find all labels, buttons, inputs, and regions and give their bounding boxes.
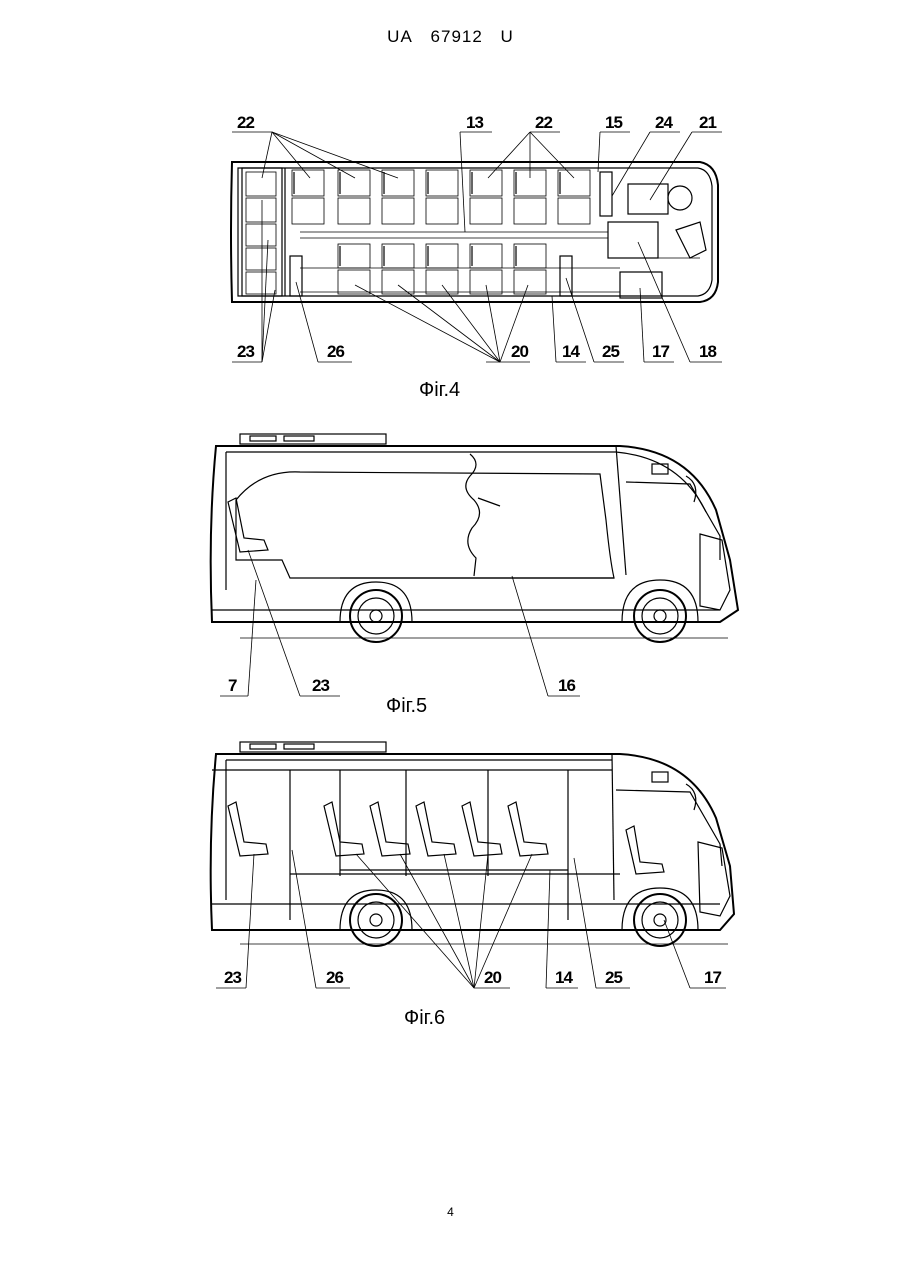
ref-label: 20	[484, 968, 501, 987]
ref-label: 25	[602, 342, 619, 361]
figure-5: 7 23 16 Фіг.5	[0, 410, 901, 730]
ref-label: 15	[605, 113, 622, 132]
ref-label: 23	[312, 676, 329, 695]
figure-caption: Фіг.4	[419, 379, 460, 401]
bus-section-drawing	[211, 742, 734, 946]
ref-label: 20	[511, 342, 528, 361]
bus-side-drawing	[211, 434, 738, 642]
ref-label: 21	[699, 113, 716, 132]
ref-label: 23	[224, 968, 241, 987]
ref-label: 14	[555, 968, 573, 987]
ref-label: 25	[605, 968, 622, 987]
figure-6: 23 26 20 14 25 17 Фіг.6	[0, 730, 901, 1060]
reference-numerals: 22 13 22 15 24 21 23 26 20 14 25 17 18	[237, 113, 716, 361]
figure-caption: Фіг.6	[404, 1007, 445, 1029]
ref-label: 14	[562, 342, 580, 361]
ref-label: 22	[237, 113, 254, 132]
leader-lines	[216, 850, 726, 988]
reference-numerals: 23 26 20 14 25 17	[224, 968, 721, 987]
reference-numerals: 7 23 16	[228, 676, 575, 695]
ref-label: 17	[704, 968, 721, 987]
ref-label: 22	[535, 113, 552, 132]
ref-label: 23	[237, 342, 254, 361]
ref-label: 16	[558, 676, 575, 695]
leader-lines	[232, 132, 722, 362]
ref-label: 24	[655, 113, 673, 132]
ref-label: 17	[652, 342, 669, 361]
figure-caption: Фіг.5	[386, 695, 427, 717]
ref-label: 7	[228, 676, 237, 695]
bus-plan-drawing	[231, 162, 718, 302]
ref-label: 18	[699, 342, 716, 361]
ref-label: 26	[326, 968, 343, 987]
page-number: 4	[0, 1205, 901, 1219]
ref-label: 26	[327, 342, 344, 361]
ref-label: 13	[466, 113, 483, 132]
figure-4: 22 13 22 15 24 21 23 26 20 14 25 17 18 Ф…	[0, 0, 901, 410]
